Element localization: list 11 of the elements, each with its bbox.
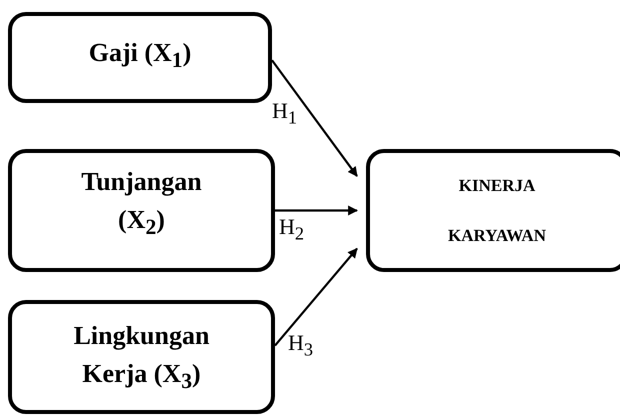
node-label: Lingkungan Kerja (X$_{3}$) [72,320,210,395]
node-label: Gaji (X$_{1}$) [88,37,192,74]
arrow [275,206,358,216]
node-label: KINERJA KARYAWAN [447,175,547,246]
arrow [271,60,358,177]
arrow [274,248,358,346]
variable-box [8,300,275,414]
variable-box [366,149,620,272]
variable-box [8,12,272,103]
variable-box [8,149,275,272]
node-label: Tunjangan (X$_{2}$) [80,166,203,242]
